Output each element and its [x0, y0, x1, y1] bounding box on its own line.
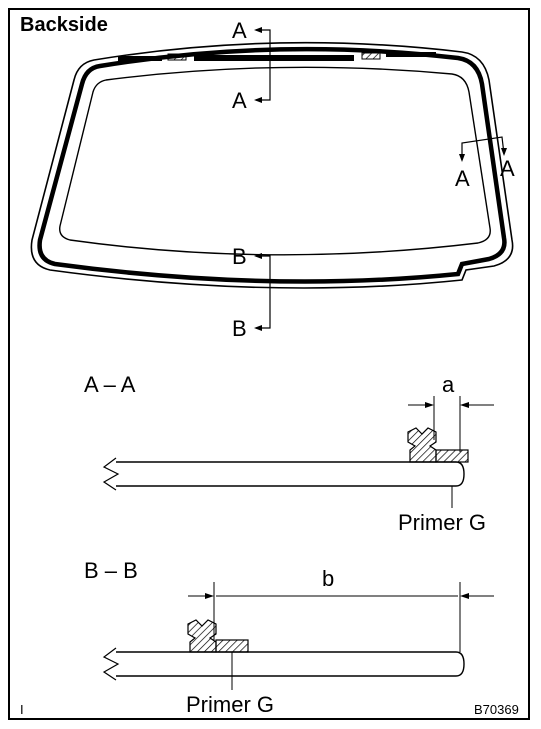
windshield-black-band — [37, 46, 507, 284]
corner-mark: I — [20, 702, 24, 717]
molding-aa — [407, 427, 437, 463]
section-cut-b: B B — [232, 244, 271, 341]
section-bb-title: B – B — [84, 558, 138, 583]
top-strip-left — [118, 56, 162, 61]
primer-g-label-aa: Primer G — [398, 510, 486, 535]
section-label-b1: B — [232, 244, 247, 269]
section-label-a-side1: A — [455, 166, 470, 191]
top-clip-right — [361, 52, 381, 60]
windshield-inner-edge — [59, 66, 491, 256]
section-cut-a-top: A A — [232, 18, 271, 113]
section-aa-title: A – A — [84, 372, 136, 397]
section-label-a-side2: A — [500, 156, 515, 181]
section-label-b2: B — [232, 316, 247, 341]
primer-g-label-bb: Primer G — [186, 692, 274, 717]
figure-frame — [8, 8, 530, 720]
section-aa-detail: A – A a Primer G — [84, 372, 494, 535]
top-strip-right — [386, 52, 436, 57]
windshield-outer-edge — [30, 41, 514, 289]
molding-bb — [187, 619, 217, 653]
section-label-a-top2: A — [232, 88, 247, 113]
figure-code: B70369 — [474, 702, 519, 717]
section-label-a-top1: A — [232, 18, 247, 43]
top-retainer-strip — [194, 55, 354, 61]
dimension-a-label: a — [442, 372, 455, 397]
windshield-glass — [30, 41, 514, 289]
adhesive-bb — [215, 639, 249, 653]
adhesive-aa — [435, 449, 469, 463]
top-clip-left — [167, 53, 187, 61]
section-bb-detail: B – B b Primer G — [84, 558, 494, 717]
dimension-b-label: b — [322, 566, 334, 591]
section-cut-a-side: A A — [455, 136, 515, 191]
diagram-title: Backside — [20, 14, 108, 36]
